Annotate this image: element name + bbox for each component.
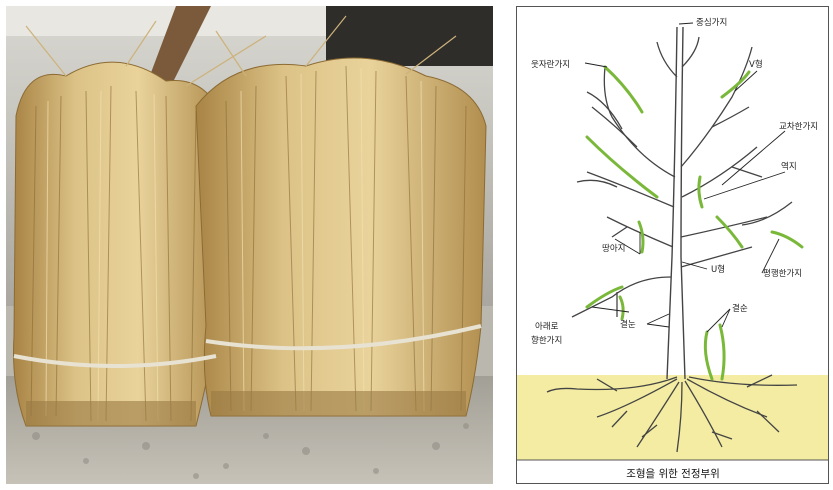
diagram-caption: 조형을 위한 전정부위	[626, 467, 720, 480]
label-parallel-branch: 평행한가지	[763, 268, 802, 279]
reverse-branch-highlight-2	[717, 217, 742, 247]
downward-branch-highlight-2	[620, 297, 623, 319]
reverse-branch-highlight	[699, 177, 702, 207]
label-u-shape: U형	[711, 265, 725, 275]
upward-branch-highlight	[605, 67, 642, 112]
tree-pruning-illustration: 중심가지 웃자란가지 V형 교차한가지 역지 땅아지 U형 평행한가지 아래로 …	[517, 7, 829, 484]
sucker-highlight	[705, 332, 712, 379]
straw-photo-illustration	[6, 6, 493, 484]
label-knot-bud: 결눈	[620, 319, 636, 330]
label-crossing-branch: 교차한가지	[779, 122, 818, 132]
ground-area	[517, 375, 829, 460]
label-downward-branch-line1: 아래로	[535, 321, 559, 332]
v-shape-highlight	[722, 72, 749, 97]
tree-trunk	[667, 27, 685, 379]
sucker-highlight-2	[720, 325, 724, 379]
label-downward-branch-line2: 향한가지	[531, 336, 562, 346]
label-v-shape: V형	[749, 60, 763, 70]
pruning-diagram: 중심가지 웃자란가지 V형 교차한가지 역지 땅아지 U형 평행한가지 아래로 …	[516, 6, 829, 484]
label-sucker: 결순	[732, 303, 748, 314]
label-bud-branch: 땅아지	[602, 243, 625, 254]
straw-bundles-photo	[6, 6, 493, 484]
label-reverse-branch: 역지	[781, 161, 797, 172]
crossing-branch-highlight	[587, 137, 657, 197]
label-upward-branch: 웃자란가지	[531, 59, 570, 70]
label-center-branch: 중심가지	[696, 17, 727, 28]
